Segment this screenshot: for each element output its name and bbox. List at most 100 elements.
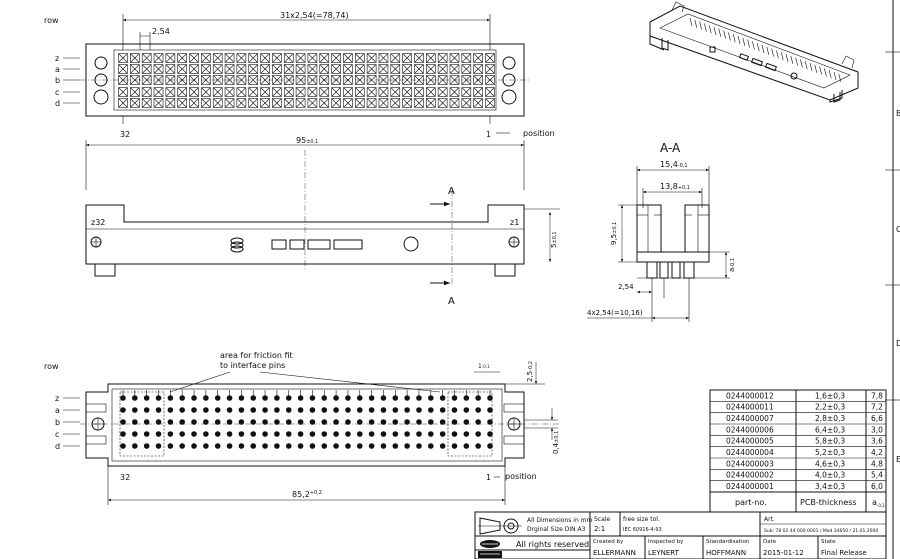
contact-cell <box>485 87 495 97</box>
solder-pin <box>321 407 328 413</box>
solder-pin <box>392 419 399 425</box>
contact-cell <box>307 98 318 108</box>
solder-pin <box>285 395 292 401</box>
solder-pin <box>262 395 268 401</box>
solder-pin <box>285 443 292 449</box>
solder-pin <box>404 419 410 425</box>
solder-pin <box>143 407 150 413</box>
contact-cell <box>449 53 460 63</box>
solder-pin <box>416 443 422 449</box>
solder-pin <box>475 395 481 401</box>
row-label-b: b <box>55 418 60 427</box>
solder-pin <box>463 431 470 437</box>
contact-cell <box>295 87 306 97</box>
contact-cell <box>402 53 412 63</box>
solder-pin <box>285 419 292 425</box>
solder-pin <box>155 431 162 437</box>
contact-cell <box>449 75 460 85</box>
solder-pin <box>120 395 126 401</box>
contact-cell <box>212 98 223 108</box>
inspected-label: Inspected by <box>648 539 684 545</box>
contact-cell <box>473 64 483 74</box>
contact-cell <box>165 75 176 85</box>
row-label-a: a <box>55 406 60 415</box>
contact-cell <box>378 98 389 108</box>
solder-pin <box>333 407 339 413</box>
contact-cell <box>260 64 270 74</box>
contact-cell <box>153 87 164 97</box>
contact-cell <box>201 53 211 63</box>
contact-cell <box>283 75 294 85</box>
solder-pin <box>487 419 493 425</box>
table-cell-a: 5,4 <box>871 471 883 480</box>
contact-cell <box>461 53 472 63</box>
table-cell-pcb: 4,6±0,3 <box>815 459 845 468</box>
contact-cell <box>141 53 152 63</box>
solder-pin <box>274 395 280 401</box>
contact-cell <box>118 87 128 97</box>
solder-pin <box>120 419 126 425</box>
contact-cell <box>473 87 483 97</box>
solder-pin <box>262 419 268 425</box>
projection-symbol-icon <box>478 517 522 535</box>
section-h1: 9,5±0,1 <box>610 222 618 245</box>
solder-pin <box>321 443 328 449</box>
state-label: State <box>821 539 836 545</box>
created-label: Created by <box>593 539 624 545</box>
contact-cell <box>153 75 164 85</box>
contact-cell <box>307 53 318 63</box>
contact-cell <box>272 75 282 85</box>
contact-cell <box>378 64 389 74</box>
solder-pin <box>368 407 375 413</box>
contact-cell <box>236 53 247 63</box>
contact-cell <box>295 98 306 108</box>
solder-pin <box>309 407 316 413</box>
contact-cell <box>402 64 412 74</box>
solder-pin <box>250 443 257 449</box>
iec-ref: IEC 60916-4-93 <box>623 527 662 533</box>
solder-pin <box>309 431 316 437</box>
solder-pin <box>333 431 339 437</box>
solder-pin <box>203 431 209 437</box>
contact-cell <box>212 64 223 74</box>
contact-cell <box>165 98 176 108</box>
contact-cell <box>366 87 377 97</box>
contact-cell <box>426 64 436 74</box>
contact-cell <box>473 75 483 85</box>
solder-pin <box>451 431 458 437</box>
section-title: A-A <box>660 141 681 155</box>
solder-pin <box>475 443 481 449</box>
contact-cell <box>485 53 495 63</box>
solder-pin <box>321 419 328 425</box>
contact-cell <box>201 98 211 108</box>
bottom-pin-left: 32 <box>120 473 130 482</box>
contact-cell <box>366 75 377 85</box>
solder-pin <box>451 395 458 401</box>
table-header-a: a-0,1 <box>872 498 885 508</box>
bottom-dim-top: 2,5-0,2 <box>526 361 534 382</box>
contact-cell <box>189 53 199 63</box>
contact-cell <box>118 64 128 74</box>
contact-cell <box>461 64 472 74</box>
contact-cell <box>354 98 365 108</box>
contact-cell <box>402 75 412 85</box>
solder-pin <box>451 407 458 413</box>
solder-pin <box>214 443 221 449</box>
friction-note-1: area for friction fit <box>220 351 293 360</box>
top-pin-left: 32 <box>120 130 130 139</box>
solder-pin <box>475 431 481 437</box>
dims-note-1: All Dimensions in mm <box>527 517 592 524</box>
solder-pin <box>238 443 245 449</box>
solder-pin <box>203 395 209 401</box>
solder-pin <box>475 419 481 425</box>
solder-pin <box>167 407 174 413</box>
contact-cell <box>272 87 282 97</box>
contact-cell <box>177 53 187 63</box>
contact-cell <box>201 87 211 97</box>
solder-pin <box>179 431 185 437</box>
table-header-part: part-no. <box>735 498 767 507</box>
solder-pin <box>155 419 162 425</box>
contact-cell <box>189 98 199 108</box>
